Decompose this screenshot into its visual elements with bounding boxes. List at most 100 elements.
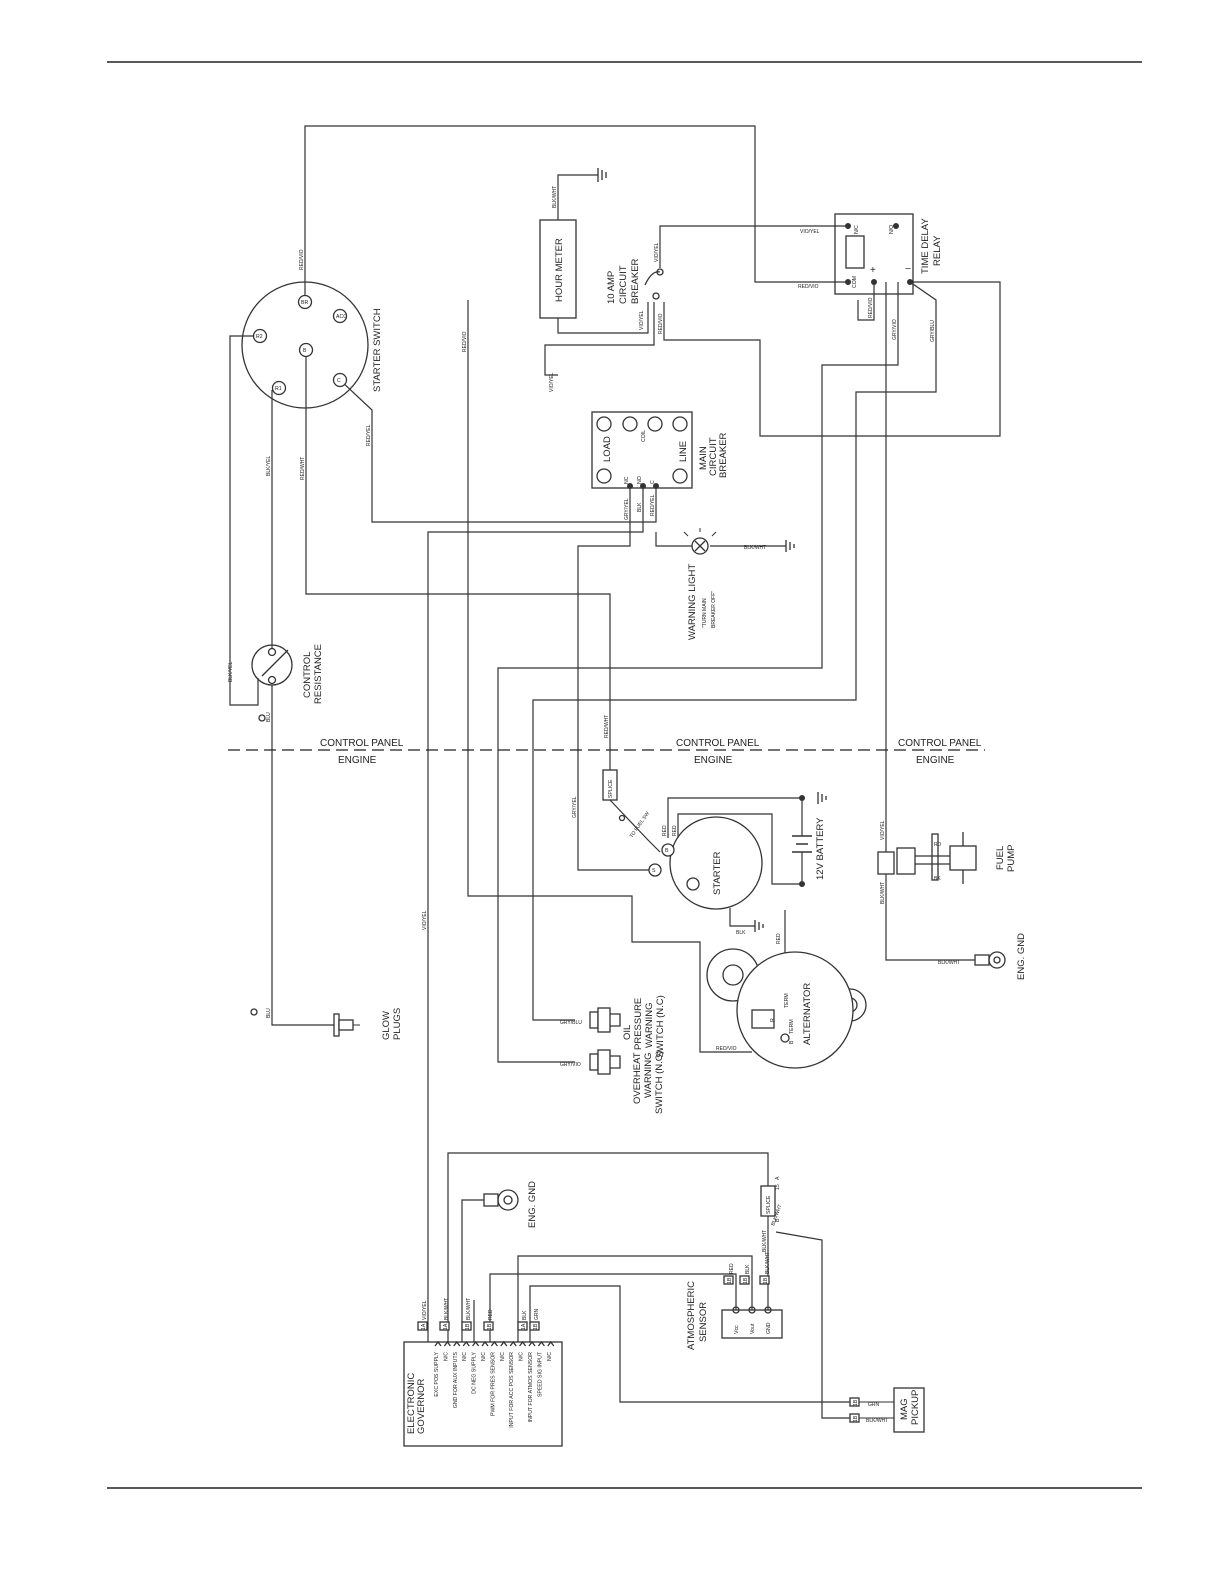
governor-pin-mark bbox=[509, 1340, 517, 1347]
tag-1a-2: 1A bbox=[443, 1323, 449, 1330]
control-resistance-label-2: RESISTANCE bbox=[313, 644, 324, 704]
governor-label-1: ELECTRONIC bbox=[406, 1373, 417, 1434]
governor-pin-mark bbox=[462, 1340, 470, 1347]
governor-pin-mark bbox=[481, 1340, 489, 1347]
tag-a: A bbox=[775, 1176, 781, 1180]
tag-1a-1: 1A bbox=[421, 1323, 427, 1330]
tag-1b-2: 1B bbox=[487, 1323, 493, 1330]
cb10-label-3: BREAKER bbox=[630, 258, 641, 304]
switch-term-br: BR bbox=[301, 300, 308, 306]
governor-pin-mark bbox=[490, 1340, 498, 1347]
splice-governor: SPLICE bbox=[760, 1185, 776, 1217]
gov-wire-4: RED bbox=[488, 1309, 494, 1320]
wl-blk-wht-5: BLK/WHT bbox=[762, 1230, 768, 1252]
switch-term-r1: R1 bbox=[275, 386, 282, 392]
oil-label-2: PRESSURE bbox=[633, 998, 644, 1050]
cb10-label-1: 10 AMP bbox=[606, 271, 617, 304]
wl-red-vio-1: RED/VIO bbox=[299, 249, 305, 270]
wl-blk-wht-1: BLK/WHT bbox=[552, 186, 558, 208]
wl-to-fuel-sw: TO FUEL SW bbox=[629, 811, 651, 839]
starter-label: STARTER bbox=[712, 851, 723, 895]
alt-term-term-1: TERM bbox=[784, 993, 790, 1008]
gov-wire-2: BLK/WHT bbox=[444, 1298, 450, 1320]
wl-vio-yel-2: VIO/YEL bbox=[654, 242, 660, 262]
breaker-no: NO bbox=[637, 476, 643, 484]
wl-blu-1: BLU bbox=[266, 712, 272, 722]
main-circuit-breaker: LOAD LINE COIL NC NO C MAIN CIRCUIT BREA… bbox=[591, 411, 729, 489]
wl-vio-yel-1: VIO/YEL bbox=[800, 229, 820, 235]
gov-wire-6: GRN bbox=[534, 1309, 540, 1321]
wl-vio-yel-6: VIO/YEL bbox=[422, 910, 428, 930]
mag-pickup: MAG PICKUP bbox=[850, 1387, 925, 1433]
engine-label-3: ENGINE bbox=[916, 755, 955, 766]
eng-gnd-right-label: ENG. GND bbox=[1016, 933, 1027, 980]
breaker-load: LOAD bbox=[602, 436, 613, 462]
wl-blu-2: BLU bbox=[266, 1008, 272, 1018]
fuel-pump-label-2: PUMP bbox=[1006, 845, 1017, 872]
control-panel-label-2: CONTROL PANEL bbox=[676, 738, 760, 749]
wl-red-vio-2: RED/VIO bbox=[798, 284, 819, 290]
tag-b: B bbox=[775, 1218, 781, 1222]
main-cb-label-3: BREAKER bbox=[718, 432, 729, 478]
wl-gry-yel-1: GRY/YEL bbox=[624, 498, 630, 520]
oil-label-1: OIL bbox=[622, 1025, 633, 1040]
governor-pin-label: PWM FOR PRES SENSOR bbox=[490, 1352, 496, 1416]
governor-pin-label: N/C bbox=[481, 1352, 487, 1361]
page-rules bbox=[107, 61, 1142, 1489]
alternator: R TERM B TERM ALTERNATOR bbox=[706, 948, 867, 1069]
starter-term-s: S bbox=[652, 868, 656, 874]
connector-tags: 1A 1A 1B 1B 1A 1B 1B 1B 1B 1B 1B 15 A B bbox=[417, 1176, 860, 1423]
wl-blk-wht-7: BLK/WHT bbox=[765, 1252, 771, 1274]
wl-gry-yel-2: GRY/YEL bbox=[572, 796, 578, 818]
wl-red-yel-2: RED/YEL bbox=[650, 494, 656, 516]
breaker-nc: NC bbox=[624, 476, 630, 484]
governor-pin-mark bbox=[547, 1340, 555, 1347]
oil-label-3: WARNING bbox=[644, 1002, 655, 1048]
control-resistance: CONTROL RESISTANCE bbox=[251, 644, 324, 722]
oil-pressure-switch: OIL PRESSURE WARNING SWITCH (N.C) bbox=[589, 995, 666, 1058]
sensor-pin-vout: Vout bbox=[750, 1323, 756, 1334]
wl-red-vio-4: RED/VIO bbox=[658, 313, 664, 334]
wl-red-vio-5: RED/VIO bbox=[462, 331, 468, 352]
time-delay-relay: N/C N/O COM + − TIME DELAY RELAY bbox=[834, 213, 943, 295]
governor-pin-label: SPEED SIG INPUT bbox=[537, 1351, 543, 1397]
tag-1a-3: 1A bbox=[521, 1323, 527, 1330]
tag-1b-4: 1B bbox=[727, 1277, 733, 1284]
wl-gry-blu-1: GRY/BLU bbox=[930, 320, 936, 342]
wl-vio-yel-4: VIO/YEL bbox=[549, 372, 555, 392]
overheat-label-1: OVERHEAT bbox=[632, 1052, 643, 1104]
switch-term-acc: ACC bbox=[336, 314, 347, 320]
alt-term-term-2: TERM bbox=[789, 1019, 795, 1034]
wl-blk-yel-2: BLK/YEL bbox=[228, 661, 234, 682]
relay-term-plus: + bbox=[870, 265, 876, 276]
governor-pin-mark bbox=[519, 1340, 527, 1347]
control-panel-label-1: CONTROL PANEL bbox=[320, 738, 404, 749]
glow-plugs-label-1: GLOW bbox=[381, 1011, 392, 1040]
glow-plugs-label-2: PLUGS bbox=[392, 1008, 403, 1040]
battery: 12V BATTERY bbox=[792, 792, 827, 887]
hour-meter-label: HOUR METER bbox=[554, 238, 565, 302]
gov-wire-5: BLK bbox=[522, 1310, 528, 1320]
tag-1b-1: 1B bbox=[465, 1323, 471, 1330]
alt-term-b: B bbox=[789, 1040, 795, 1044]
wl-gry-blu-2: GRY/BLU bbox=[560, 1020, 582, 1026]
governor-pin-mark bbox=[472, 1340, 480, 1347]
engine-label-2: ENGINE bbox=[694, 755, 733, 766]
wl-blk-3: BLK bbox=[745, 1264, 751, 1274]
governor-pin-label: N/C bbox=[443, 1352, 449, 1361]
breaker-line: LINE bbox=[678, 441, 689, 462]
starter-switch-label: STARTER SWITCH bbox=[372, 308, 383, 392]
governor-pin-label: EXC POS SUPPLY bbox=[434, 1351, 440, 1396]
governor-pin-label: DC NEG SUPPLY bbox=[472, 1351, 478, 1393]
governor-pin-label: N/C bbox=[547, 1352, 553, 1361]
cb10-label-2: CIRCUIT bbox=[618, 265, 629, 304]
wl-gry-vio-1: GRY/VIO bbox=[892, 319, 898, 340]
oil-label-4: SWITCH (N.C) bbox=[655, 995, 666, 1058]
alternator-label: ALTERNATOR bbox=[802, 983, 813, 1045]
starter-term-b: B bbox=[665, 848, 669, 854]
governor-pin-label: INPUT FOR ATMOS SENSOR bbox=[528, 1352, 534, 1423]
relay-term-no: N/O bbox=[889, 225, 895, 234]
eng-gnd-right: ENG. GND bbox=[974, 933, 1027, 980]
governor-pin-mark bbox=[453, 1340, 461, 1347]
tag-1b-8: 1B bbox=[853, 1415, 859, 1422]
